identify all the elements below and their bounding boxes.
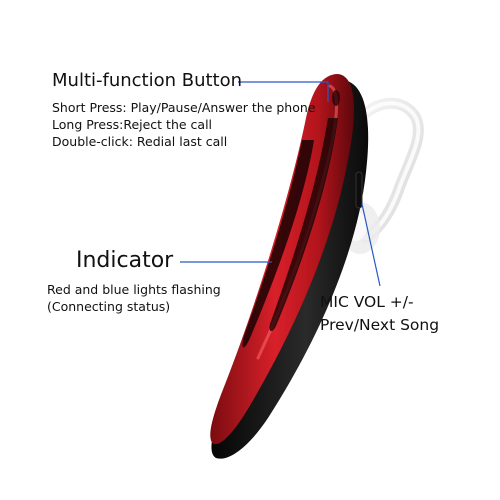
indicator-title: Indicator <box>76 248 174 273</box>
multi-function-line-double-click: Double-click: Redial last call <box>52 134 228 149</box>
indicator-line-lights: Red and blue lights flashing <box>47 282 221 297</box>
multi-function-line-long-press: Long Press:Reject the call <box>52 117 213 132</box>
bluetooth-earpiece-image <box>210 74 369 459</box>
callout-lines <box>180 81 381 287</box>
multi-function-line-short-press: Short Press: Play/Pause/Answer the phone <box>52 100 316 115</box>
mic-vol-label: MIC VOL +/- <box>320 293 414 311</box>
multi-function-callout-line <box>238 81 329 102</box>
multi-function-title: Multi-function Button <box>52 70 243 91</box>
mic-vol-callout-line <box>361 203 381 287</box>
indicator-line-status: (Connecting status) <box>47 299 171 314</box>
prev-next-song-label: Prev/Next Song <box>320 316 440 334</box>
